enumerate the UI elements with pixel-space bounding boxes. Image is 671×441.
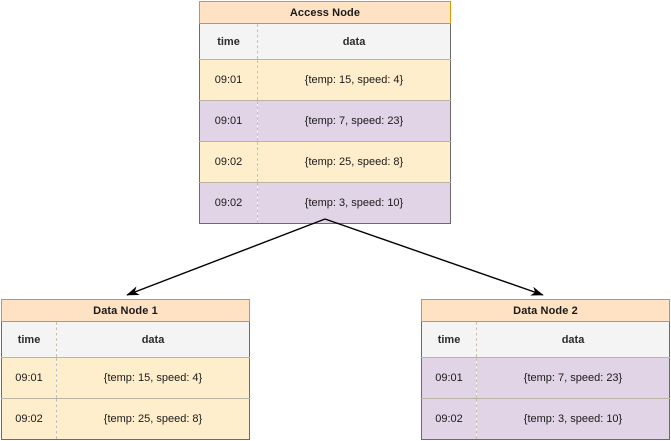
cell-data: {temp: 3, speed: 10} [257, 182, 451, 224]
node-title-access-node: Access Node [199, 1, 451, 24]
edge-access-to-data-node-1 [126, 218, 326, 296]
table-row[interactable]: 09:01 {temp: 7, speed: 23} [199, 100, 451, 142]
cell-data: {temp: 7, speed: 23} [476, 357, 670, 399]
cell-time: 09:01 [421, 357, 477, 399]
column-header-data: data [257, 24, 451, 60]
column-header-time: time [199, 24, 258, 60]
table-row[interactable]: 09:01 {temp: 15, speed: 4} [199, 59, 451, 101]
edge-access-to-data-node-2 [324, 218, 544, 296]
table-row[interactable]: 09:02 {temp: 3, speed: 10} [421, 398, 670, 440]
table-row[interactable]: 09:01 {temp: 7, speed: 23} [421, 357, 670, 399]
cell-data: {temp: 15, speed: 4} [56, 357, 250, 399]
cell-data: {temp: 15, speed: 4} [257, 59, 451, 101]
cell-time: 09:02 [421, 398, 477, 440]
node-data-node-1[interactable]: Data Node 1 time data 09:01 {temp: 15, s… [1, 299, 250, 440]
table-header-row: time data [199, 24, 451, 60]
node-title-data-node-2: Data Node 2 [421, 299, 670, 322]
table-header-row: time data [1, 322, 250, 358]
column-header-data: data [56, 322, 250, 358]
node-table-data-node-1: time data 09:01 {temp: 15, speed: 4} 09:… [1, 322, 250, 440]
cell-data: {temp: 7, speed: 23} [257, 100, 451, 142]
cell-data: {temp: 25, speed: 8} [257, 141, 451, 183]
cell-time: 09:01 [199, 59, 258, 101]
column-header-data: data [476, 322, 670, 358]
cell-time: 09:02 [1, 398, 57, 440]
node-title-data-node-1: Data Node 1 [1, 299, 250, 322]
cell-time: 09:02 [199, 182, 258, 224]
cell-time: 09:02 [199, 141, 258, 183]
table-row[interactable]: 09:02 {temp: 25, speed: 8} [199, 141, 451, 183]
table-header-row: time data [421, 322, 670, 358]
table-row[interactable]: 09:02 {temp: 3, speed: 10} [199, 182, 451, 224]
node-data-node-2[interactable]: Data Node 2 time data 09:01 {temp: 7, sp… [421, 299, 670, 440]
table-row[interactable]: 09:01 {temp: 15, speed: 4} [1, 357, 250, 399]
cell-time: 09:01 [1, 357, 57, 399]
cell-time: 09:01 [199, 100, 258, 142]
node-table-access-node: time data 09:01 {temp: 15, speed: 4} 09:… [199, 24, 451, 224]
cell-data: {temp: 3, speed: 10} [476, 398, 670, 440]
node-table-data-node-2: time data 09:01 {temp: 7, speed: 23} 09:… [421, 322, 670, 440]
cell-data: {temp: 25, speed: 8} [56, 398, 250, 440]
node-access-node[interactable]: Access Node time data 09:01 {temp: 15, s… [199, 1, 451, 224]
column-header-time: time [1, 322, 57, 358]
column-header-time: time [421, 322, 477, 358]
table-row[interactable]: 09:02 {temp: 25, speed: 8} [1, 398, 250, 440]
